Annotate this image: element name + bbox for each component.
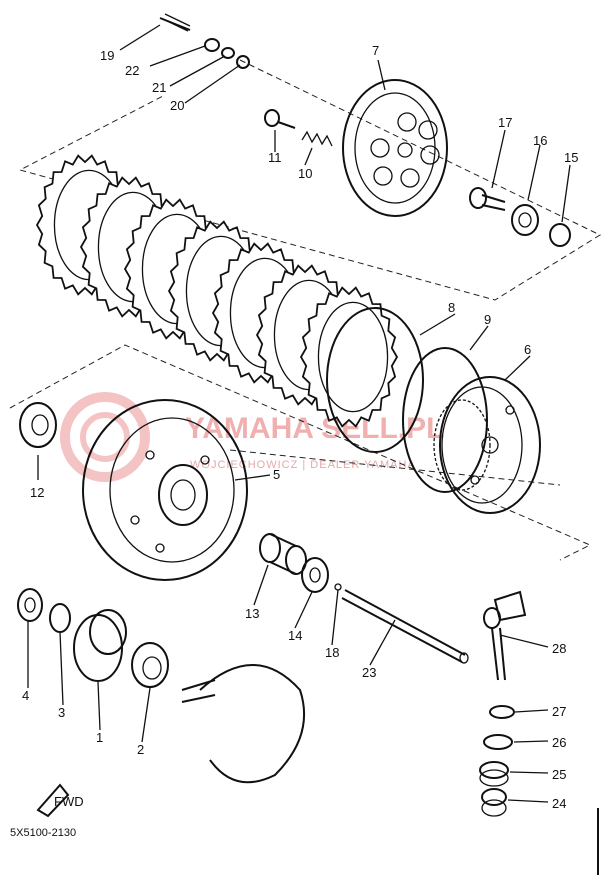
callout-18: 18 — [325, 645, 339, 660]
callouts: 19 22 21 20 7 11 10 17 16 15 8 9 6 5 12 … — [22, 43, 578, 811]
callout-27: 27 — [552, 704, 566, 719]
callout-15: 15 — [564, 150, 578, 165]
clutch-boss — [82, 399, 248, 581]
lever-group — [479, 590, 527, 817]
shaft-group — [259, 533, 469, 664]
callout-28: 28 — [552, 641, 566, 656]
callout-20: 20 — [170, 98, 184, 113]
callout-11: 11 — [268, 150, 282, 165]
watermark-subtext: WOJCIECHOWICZ | DEALER YAMAHA — [190, 459, 416, 471]
callout-10: 10 — [298, 166, 312, 181]
callout-9: 9 — [484, 312, 491, 327]
callout-7: 7 — [372, 43, 379, 58]
callout-25: 25 — [552, 767, 566, 782]
callout-6: 6 — [524, 342, 531, 357]
fwd-label: FWD — [54, 794, 84, 809]
clutch-plate — [299, 286, 399, 428]
callout-1: 1 — [96, 730, 103, 745]
primary-drive-group — [17, 588, 306, 784]
callout-14: 14 — [288, 628, 302, 643]
part-code: 5X5100-2130 — [10, 827, 76, 839]
callout-26: 26 — [552, 735, 566, 750]
pressure-plate — [342, 79, 448, 217]
callout-5: 5 — [273, 467, 280, 482]
callout-23: 23 — [362, 665, 376, 680]
clutch-plate-inner-ring — [317, 301, 389, 413]
callout-2: 2 — [137, 742, 144, 757]
thrust-plate-ring — [402, 347, 488, 493]
callout-21: 21 — [152, 80, 166, 95]
clutch-plate-last — [326, 307, 424, 453]
assembly-outline-upper — [18, 59, 602, 301]
callout-16: 16 — [533, 133, 547, 148]
push-rod-assembly — [469, 187, 571, 247]
bolt-group — [159, 13, 250, 69]
callout-13: 13 — [245, 606, 259, 621]
callout-4: 4 — [22, 688, 29, 703]
clutch-housing — [433, 376, 541, 514]
thrust-washer — [19, 402, 57, 448]
callout-24: 24 — [552, 796, 566, 811]
callout-8: 8 — [448, 300, 455, 315]
shaft-axis-line — [229, 449, 561, 486]
clutch-plate-stack — [35, 154, 399, 428]
bolt-and-spring — [264, 109, 333, 147]
callout-22: 22 — [125, 63, 139, 78]
leader-lines — [27, 24, 571, 803]
callout-17: 17 — [498, 115, 512, 130]
watermark: YAMAHA SELL.PL WOJCIECHOWICZ | DEALER YA… — [60, 392, 444, 482]
callout-19: 19 — [100, 48, 114, 63]
assembly-outline-lower — [9, 344, 592, 561]
callout-3: 3 — [58, 705, 65, 720]
callout-12: 12 — [30, 485, 44, 500]
fwd-arrow-icon: FWD — [36, 783, 84, 818]
